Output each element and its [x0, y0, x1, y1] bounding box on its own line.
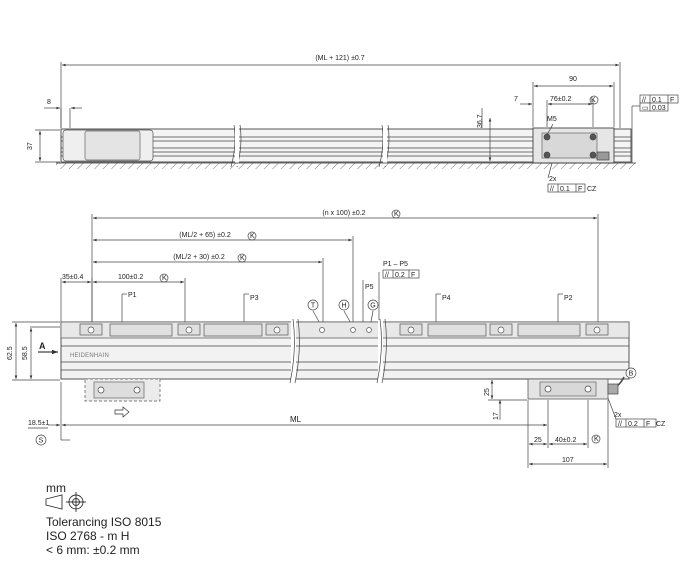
k-symbol-4: K — [162, 275, 167, 282]
p-range-label: P1 – P5 — [383, 261, 408, 268]
height-label: 37 — [27, 142, 34, 150]
dim-25-horizontal: 25 — [534, 437, 542, 444]
half-ml-30-label: (ML/2 + 30) ±0.2 — [173, 254, 225, 261]
direction-arrow — [114, 406, 130, 418]
top-view — [35, 62, 679, 193]
ml-label: ML — [290, 415, 302, 424]
tol-parallel-value: 0.1 — [652, 97, 662, 104]
iso-note: ISO 2768 - m H — [46, 529, 130, 543]
marker-s: S — [39, 438, 44, 445]
p5-label: P5 — [365, 284, 374, 291]
unit-note: mm — [46, 481, 66, 495]
parallel-symbol: // — [642, 97, 646, 104]
left-offset-label: 8 — [47, 99, 51, 106]
front-view — [12, 209, 657, 468]
dim-17-label: 17 — [493, 412, 500, 420]
marker-t: T — [311, 303, 316, 310]
parallel-symbol-2: // — [550, 186, 554, 193]
left-offset-35-label: 35±0.4 — [62, 274, 83, 281]
dim-107-label: 107 — [562, 457, 574, 464]
k-symbol-5: K — [594, 436, 599, 443]
bottom-tol-datum: F — [578, 186, 582, 193]
limit-note: < 6 mm: ±0.2 mm — [46, 543, 140, 557]
hole-spacing-label: 76±0.2 — [550, 96, 571, 103]
pitch-label: (n x 100) ±0.2 — [322, 210, 365, 217]
k-symbol-3: K — [240, 255, 245, 262]
p-tol-value: 0.2 — [395, 272, 405, 279]
tol-flat-value: 0.03 — [652, 105, 666, 112]
spacing-100-label: 100±0.2 — [118, 274, 143, 281]
projection-symbol-icon — [45, 492, 86, 512]
front-multiplier: 2x — [614, 412, 622, 419]
parallel-symbol-4: // — [618, 421, 622, 428]
k-symbol-1: K — [394, 211, 399, 218]
tol-datum-f: F — [670, 97, 674, 104]
cz-tol-f: F — [646, 421, 650, 428]
left-gap-label: 18.5±1 — [28, 420, 49, 427]
multiplier-label: 2x — [549, 176, 557, 183]
half-ml-65-label: (ML/2 + 65) ±0.2 — [179, 232, 231, 239]
k-symbol-2: K — [250, 233, 255, 240]
dim-25-vertical: 25 — [484, 388, 491, 396]
profile-height-label: 36.7 — [477, 114, 484, 128]
p3-label: P3 — [250, 295, 259, 302]
height-inner-label: 58.5 — [22, 346, 29, 360]
tolerancing-note: Tolerancing ISO 8015 — [46, 515, 162, 529]
k-symbol: K — [591, 97, 596, 104]
parallel-symbol-3: // — [385, 272, 389, 279]
cz-tol-value: 0.2 — [628, 421, 638, 428]
dim-40-label: 40±0.2 — [555, 437, 576, 444]
height-total-label: 62.5 — [7, 346, 14, 360]
p4-label: P4 — [442, 295, 451, 302]
p-tol-datum: F — [411, 272, 415, 279]
bottom-tol-value: 0.1 — [560, 186, 570, 193]
readhead-width-label: 90 — [569, 76, 577, 83]
view-a-label: A — [39, 341, 46, 351]
marker-h: H — [341, 303, 346, 310]
overall-length-label: (ML + 121) ±0.7 — [315, 55, 364, 62]
thread-label: M5 — [547, 116, 557, 123]
p1-label: P1 — [128, 292, 137, 299]
hole-offset-label: 7 — [514, 96, 518, 103]
flatness-symbol: ▭ — [642, 105, 649, 112]
marker-b: B — [629, 371, 634, 378]
brand-label: HEIDENHAIN — [70, 353, 109, 359]
bottom-tol-cz: CZ — [587, 186, 597, 193]
p2-label: P2 — [564, 295, 573, 302]
marker-g: G — [370, 303, 375, 310]
cz-tol-cz: CZ — [656, 421, 666, 428]
